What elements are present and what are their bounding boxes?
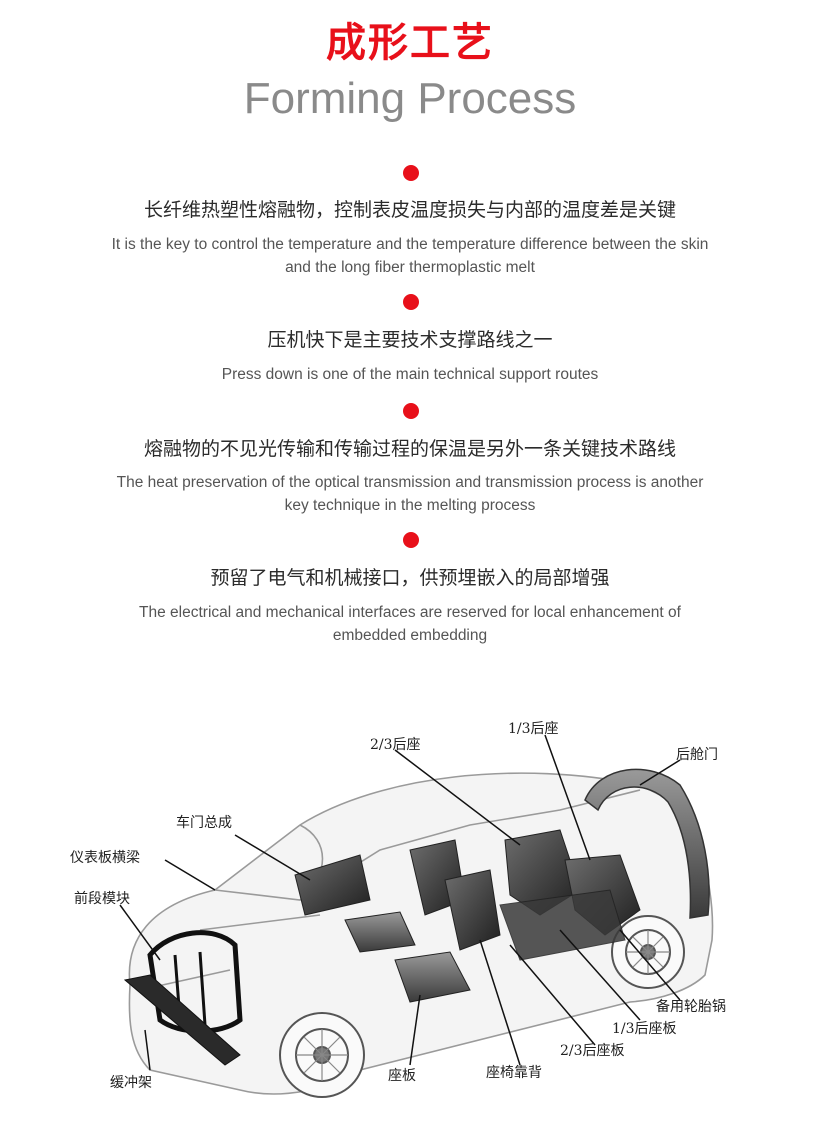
bullet-dot-icon bbox=[403, 165, 419, 181]
label-tailgate: 后舱门 bbox=[676, 747, 718, 763]
label-bumper-beam: 缓冲架 bbox=[110, 1075, 152, 1091]
car-illustration bbox=[119, 734, 714, 1098]
bumper-beam-part bbox=[123, 974, 241, 1066]
point-2-en: Press down is one of the main technical … bbox=[221, 366, 599, 383]
page-subtitle: Forming Process bbox=[243, 74, 577, 123]
point-1-cn: 长纤维热塑性熔融物，控制表皮温度损失与内部的温度差是关键 bbox=[143, 199, 676, 221]
point-4-cn: 预留了电气和机械接口，供预埋嵌入的局部增强 bbox=[210, 567, 610, 589]
point-3-en: The heat preservation of the optical tra… bbox=[116, 474, 704, 514]
label-seat-pan: 座板 bbox=[388, 1068, 416, 1084]
door-assembly-part bbox=[294, 854, 371, 916]
point-4-en: The electrical and mechanical interfaces… bbox=[139, 604, 681, 644]
tailgate-part bbox=[584, 768, 710, 919]
front-end-module-part bbox=[147, 930, 243, 1034]
page-title: 成形工艺 bbox=[326, 20, 494, 66]
label-rear-seat-panel-13: 1/3后座板 bbox=[612, 1021, 677, 1037]
label-cross-car-beam: 仪表板横梁 bbox=[70, 850, 140, 866]
bullet-dot-icon bbox=[403, 403, 419, 419]
point-2-cn: 压机快下是主要技术支撑路线之一 bbox=[267, 329, 553, 351]
label-rear-seat-23: 2/3后座 bbox=[370, 737, 421, 753]
label-seat-back: 座椅靠背 bbox=[486, 1065, 542, 1081]
point-1-en: It is the key to control the temperature… bbox=[111, 236, 709, 276]
label-rear-seat-panel-23: 2/3后座板 bbox=[560, 1043, 625, 1059]
point-3-cn: 熔融物的不见光传输和传输过程的保温是另外一条关键技术路线 bbox=[143, 438, 676, 460]
car-parts-diagram: 2/3后座 1/3后座 后舱门 车门总成 仪表板横梁 前段模块 缓冲架 座板 座… bbox=[0, 690, 820, 1125]
seat-pan-part-2 bbox=[344, 911, 416, 953]
label-door-assembly: 车门总成 bbox=[176, 815, 232, 831]
leader-lines bbox=[119, 734, 681, 1071]
rear-seat-panel-part bbox=[499, 889, 626, 961]
label-rear-seat-13: 1/3后座 bbox=[508, 721, 559, 737]
front-seat-back-right bbox=[444, 869, 501, 951]
label-spare-tire-well: 备用轮胎锅 bbox=[656, 999, 726, 1015]
front-wheel bbox=[279, 1012, 365, 1098]
bullet-dot-icon bbox=[403, 532, 419, 548]
seat-pan-part bbox=[394, 951, 471, 1003]
bullet-dot-icon bbox=[403, 294, 419, 310]
rear-wheel bbox=[611, 915, 685, 989]
label-front-end-module: 前段模块 bbox=[74, 891, 130, 907]
